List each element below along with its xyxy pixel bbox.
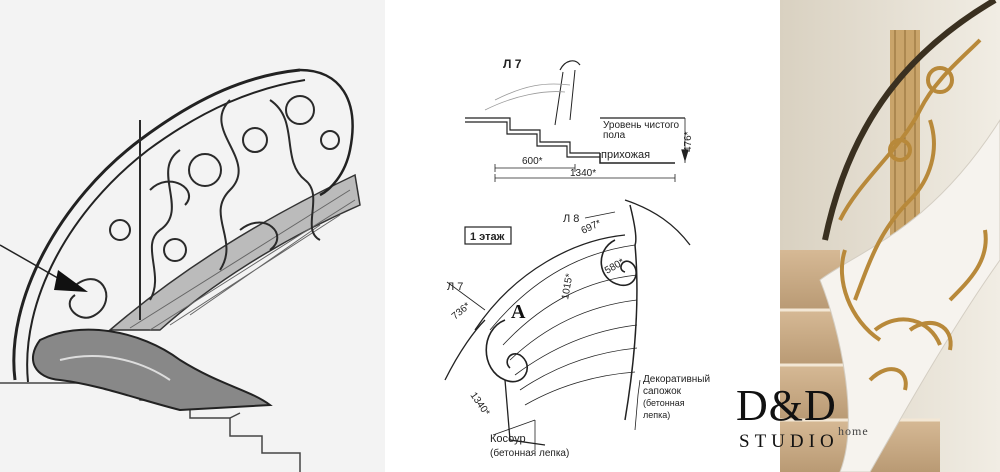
sketch-arrow xyxy=(0,244,88,292)
floor-label-box xyxy=(464,226,512,245)
room-name: прихожая xyxy=(601,149,650,161)
floor-level-label-2: пола xyxy=(603,130,626,141)
plan-drawing xyxy=(444,199,691,450)
photo-handrail xyxy=(822,0,997,241)
section-drawing xyxy=(465,60,689,182)
plan-dim-1015: 1015* xyxy=(560,273,575,301)
dim-total: 1340* xyxy=(570,168,596,179)
logo-suffix: home xyxy=(838,424,869,438)
technical-drawing-panel: Л 7 Уровень чистого пола прихожая 476* 6… xyxy=(385,0,780,472)
logo-sub: STUDIO xyxy=(739,431,839,452)
plan-dim-697: 697* xyxy=(580,218,603,237)
railing-sketch-panel xyxy=(0,0,385,472)
plan-marker-a: A xyxy=(511,301,526,323)
stringer-label-2: (бетонная лепка) xyxy=(490,447,569,459)
plan-dim-1340: 1340* xyxy=(468,390,492,418)
dim-step: 600* xyxy=(522,156,543,167)
sketch-stringer xyxy=(107,173,361,331)
dim-height: 476* xyxy=(683,131,694,152)
boot-label-3: (бетонная xyxy=(643,398,685,408)
boot-label-2: сапожок xyxy=(643,386,682,397)
boot-label-4: лепка) xyxy=(643,410,670,420)
boot-label-1: Декоративный xyxy=(643,374,710,385)
sketch-boot xyxy=(31,328,273,412)
staircase-photo xyxy=(780,0,1000,472)
photo-gold-ornament xyxy=(838,38,988,391)
plan-flight-l7: Л 7 xyxy=(447,281,463,293)
railing-sketch xyxy=(0,0,385,472)
section-flight-label: Л 7 xyxy=(503,57,522,71)
logo-main: D&D xyxy=(736,381,837,430)
plan-dim-736: 736* xyxy=(450,301,473,323)
floor-label: 1 этаж xyxy=(470,231,505,243)
technical-drawing: Л 7 Уровень чистого пола прихожая 476* 6… xyxy=(444,57,710,459)
floor-level-label-1: Уровень чистого xyxy=(603,120,680,131)
sketch-handrail xyxy=(12,68,354,383)
stringer-label-1: Косоур xyxy=(490,433,526,445)
plan-dim-580: 580* xyxy=(603,257,626,277)
photo-plaster-stringer xyxy=(819,119,1000,472)
sketch-ornament xyxy=(68,95,340,320)
plan-flight-l8: Л 8 xyxy=(563,213,579,225)
staircase-photo-panel xyxy=(780,0,1000,472)
